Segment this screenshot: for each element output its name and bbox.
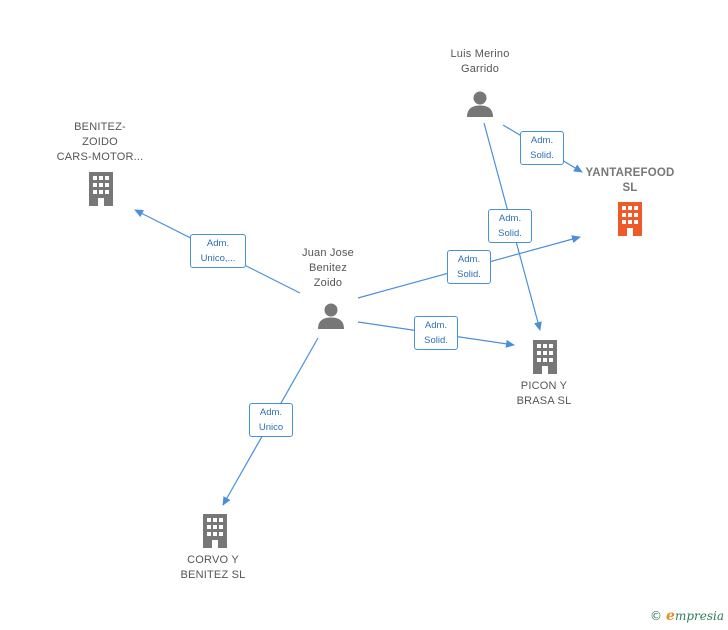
building-icon[interactable] <box>200 514 230 548</box>
person-icon[interactable] <box>465 89 495 119</box>
building-icon[interactable] <box>530 340 560 374</box>
node-label-benitez-cars[interactable]: BENITEZ- ZOIDO CARS-MOTOR... <box>56 121 144 163</box>
brand-watermark[interactable]: ©empresia <box>650 608 724 624</box>
node-label-yantarefood[interactable]: YANTAREFOOD SL <box>585 167 675 194</box>
edge-label-juan-yantarefood: Adm. Solid. <box>447 250 491 284</box>
brand-name: mpresia <box>674 609 724 623</box>
building-icon[interactable] <box>86 172 116 206</box>
edge-label-juan-picon: Adm. Solid. <box>414 316 458 350</box>
edge-label-luis-yantarefood: Adm. Solid. <box>520 131 564 165</box>
copyright-icon: © <box>650 609 663 623</box>
building-icon[interactable] <box>615 202 645 236</box>
edge-label-juan-corvo: Adm. Unico <box>249 403 293 437</box>
node-label-juan[interactable]: Juan Jose Benitez Zoido <box>302 247 354 289</box>
person-icon[interactable] <box>316 301 346 331</box>
node-label-corvo[interactable]: CORVO Y BENITEZ SL <box>180 554 246 581</box>
brand-initial: e <box>666 608 675 624</box>
node-label-luis[interactable]: Luis Merino Garrido <box>450 48 510 75</box>
node-label-picon[interactable]: PICON Y BRASA SL <box>516 380 572 407</box>
edge-label-juan-benitez-cars: Adm. Unico,... <box>190 234 246 268</box>
edge-label-luis-picon: Adm. Solid. <box>488 209 532 243</box>
